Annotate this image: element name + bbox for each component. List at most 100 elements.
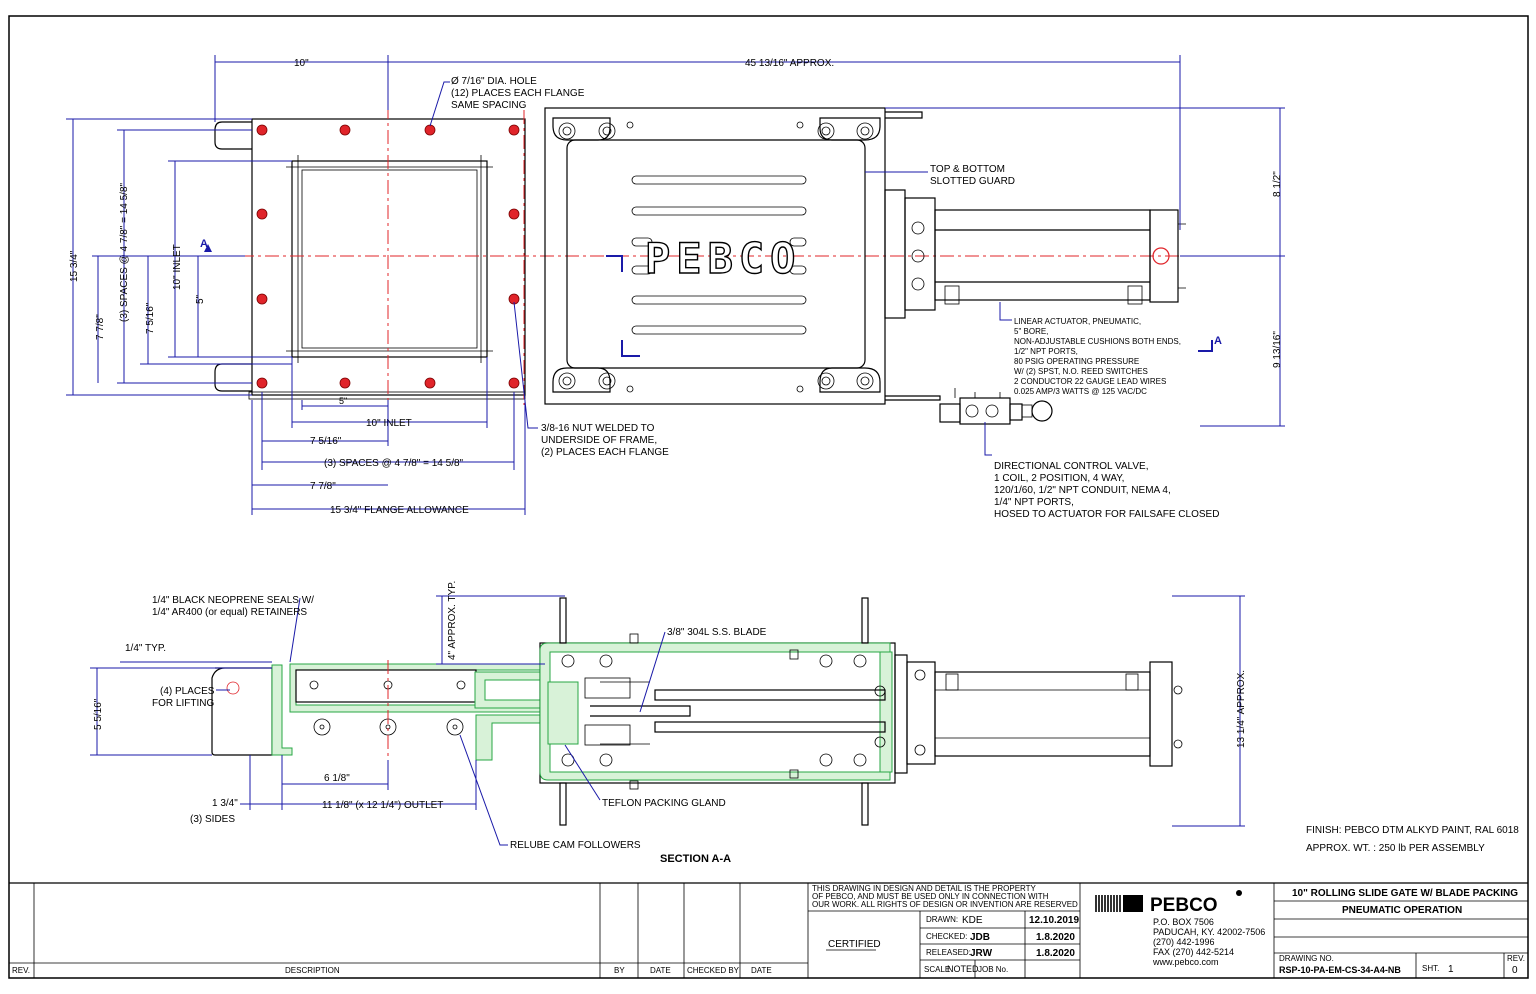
- title-block-title1-label: 10" ROLLING SLIDE GATE W/ BLADE PACKING: [1292, 888, 1518, 899]
- top-view-actuator-note-0-label: LINEAR ACTUATOR, PNEUMATIC,: [1014, 317, 1141, 326]
- top-view-actuator-note-2-label: NON-ADJUSTABLE CUSHIONS BOTH ENDS,: [1014, 337, 1181, 346]
- title-block-checked-date-label: 1.8.2020: [1036, 932, 1075, 943]
- top-view-dim-8-1-2-label: 8 1/2": [1272, 171, 1283, 197]
- title-block-address-2-label: (270) 442-1996: [1153, 937, 1215, 947]
- title-block-sheet-label-label: SHT.: [1422, 964, 1439, 973]
- section-view-cam-note-label: RELUBE CAM FOLLOWERS: [510, 840, 641, 851]
- title-block-job-label-label: JOB No.: [978, 965, 1008, 974]
- top-view-actuator-note-6-label: 2 CONDUCTOR 22 GAUGE LEAD WIRES: [1014, 377, 1166, 386]
- top-view-dim-5-h-label: 5": [339, 396, 347, 406]
- section-view-dim-4-approx-label: 4" APPROX. TYP.: [447, 581, 458, 660]
- section-view-title-label: SECTION A-A: [660, 853, 731, 865]
- section-view-seals-note-1-label: 1/4" AR400 (or equal) RETAINERS: [152, 607, 307, 618]
- top-view-nut-note-2-label: (2) PLACES EACH FLANGE: [541, 447, 669, 458]
- top-view-guard-note-1-label: SLOTTED GUARD: [930, 176, 1015, 187]
- top-view-dim-7-7-8-h-label: 7 7/8": [310, 481, 336, 492]
- top-view-valve-note-3-label: 1/4" NPT PORTS,: [994, 497, 1074, 508]
- title-block-drawing-no-label-label: DRAWING NO.: [1279, 954, 1334, 963]
- title-block-drawn-label-label: DRAWN:: [926, 915, 958, 924]
- top-view-dim-spaces-v-label: (3) SPACES @ 4 7/8" = 14 5/8": [119, 182, 130, 322]
- finish-note: FINISH: PEBCO DTM ALKYD PAINT, RAL 6018: [1306, 825, 1519, 836]
- top-view: PEBCO 10" 4: [66, 55, 1285, 520]
- section-view-blade-note-label: 3/8" 304L S.S. BLADE: [667, 627, 767, 638]
- title-block-checked-col-label: CHECKED BY: [687, 966, 740, 975]
- top-view-hole-note-0-label: Ø 7/16" DIA. HOLE: [451, 76, 537, 87]
- actuator-top: [884, 189, 1186, 319]
- top-view-dim-spaces-h-label: (3) SPACES @ 4 7/8" = 14 5/8": [324, 458, 464, 469]
- section-view-dim-1-4-typ-label: 1/4" TYP.: [125, 643, 166, 654]
- title-block-property-note-2-label: OUR WORK. ALL RIGHTS OF DESIGN OR INVENT…: [812, 900, 1078, 909]
- title-block: REV. DESCRIPTION BY DATE CHECKED BY DATE…: [9, 882, 1528, 978]
- title-block-rev-label-label: REV.: [1507, 954, 1525, 963]
- top-view-dimensions: 10" 45 13/16" APPROX. Ø 7/16" DIA. HOLE …: [66, 55, 1285, 520]
- top-view-dim-7-5-16-h-label: 7 5/16": [310, 436, 342, 447]
- top-view-dim-7-7-8-v-label: 7 7/8": [95, 314, 106, 340]
- top-view-dim-10-inlet-h-label: 10" INLET: [366, 418, 412, 429]
- section-view-dim-outlet-label: 11 1/8" (x 12 1/4") OUTLET: [322, 800, 443, 811]
- section-view-lifting-note-0-label: (4) PLACES: [160, 686, 215, 697]
- title-block-scale-value-label: NOTED: [947, 964, 979, 974]
- section-view-teflon-note-label: TEFLON PACKING GLAND: [602, 798, 726, 809]
- top-view-guard-note-0-label: TOP & BOTTOM: [930, 164, 1005, 175]
- title-block-property-note-0-label: THIS DRAWING IN DESIGN AND DETAIL IS THE…: [812, 884, 1037, 893]
- title-block-rev-col-label: REV.: [12, 966, 30, 975]
- top-view-section-mark-label: A: [1214, 335, 1222, 347]
- section-dimensions: 1/4" BLACK NEOPRENE SEALS W/ 1/4" AR400 …: [90, 581, 1247, 865]
- top-view-valve-note-1-label: 1 COIL, 2 POSITION, 4 WAY,: [994, 473, 1124, 484]
- top-view-valve-note-2-label: 120/1/60, 1/2" NPT CONDUIT, NEMA 4,: [994, 485, 1171, 496]
- section-view-dim-13-1-4-label: 13 1/4" APPROX.: [1236, 670, 1247, 748]
- section-view: 1/4" BLACK NEOPRENE SEALS W/ 1/4" AR400 …: [90, 581, 1247, 865]
- certified-stamp: CERTIFIED: [828, 939, 881, 950]
- section-view-dim-1-3-4-label: 1 3/4": [212, 798, 238, 809]
- title-block-address-3-label: FAX (270) 442-5214: [1153, 947, 1234, 957]
- title-block-drawn-date-label: 12.10.2019: [1029, 915, 1079, 926]
- top-view-dim-flange-label: 15 3/4" FLANGE ALLOWANCE: [330, 505, 469, 516]
- title-block-title2-label: PNEUMATIC OPERATION: [1342, 905, 1462, 916]
- top-view-actuator-note-1-label: 5" BORE,: [1014, 327, 1048, 336]
- title-block-checked-by-label: JDB: [970, 932, 990, 943]
- title-block-date2-col-label: DATE: [751, 966, 772, 975]
- top-view-dim-10-label: 10": [294, 58, 309, 69]
- title-block-desc-col-label: DESCRIPTION: [285, 966, 340, 975]
- title-block-released-by-label: JRW: [970, 948, 993, 959]
- top-view-hole-note-1-label: (12) PLACES EACH FLANGE: [451, 88, 585, 99]
- pebco-company-logo: PEBCO: [1095, 890, 1242, 916]
- top-view-hole-note-2-label: SAME SPACING: [451, 100, 527, 111]
- title-block-date-col-label: DATE: [650, 966, 671, 975]
- top-view-actuator-note-7-label: 0.025 AMP/3 WATTS @ 125 VAC/DC: [1014, 387, 1147, 396]
- title-block-company-label: PEBCO: [1150, 895, 1218, 916]
- sheet-border: [8, 15, 1529, 979]
- top-view-dim-7-5-16-v-label: 7 5/16": [145, 302, 156, 334]
- title-block-rev-no-label: 0: [1512, 965, 1518, 976]
- title-block-released-label-label: RELEASED:: [926, 948, 971, 957]
- top-view-dim-overall-label: 45 13/16" APPROX.: [745, 58, 834, 69]
- section-view-sides-note-label: (3) SIDES: [190, 814, 235, 825]
- top-view-actuator-note-3-label: 1/2" NPT PORTS,: [1014, 347, 1078, 356]
- title-block-drawing-no-label: RSP-10-PA-EM-CS-34-A4-NB: [1279, 965, 1401, 975]
- title-block-address-0-label: P.O. BOX 7506: [1153, 917, 1214, 927]
- top-view-valve-note-0-label: DIRECTIONAL CONTROL VALVE,: [994, 461, 1148, 472]
- top-view-actuator-note-5-label: W/ (2) SPST, N.O. REED SWITCHES: [1014, 367, 1148, 376]
- section-view-dim-6-1-8-label: 6 1/8": [324, 773, 350, 784]
- guard-slots: [631, 175, 807, 335]
- title-block-scale-label-label: SCALE: [924, 965, 950, 974]
- title-block-checked-label-label: CHECKED:: [926, 932, 967, 941]
- title-block-address-1-label: PADUCAH, KY. 42002-7506: [1153, 927, 1265, 937]
- title-block-released-date-label: 1.8.2020: [1036, 948, 1075, 959]
- section-view-dim-5-5-16-label: 5 5/16": [93, 698, 104, 730]
- title-block-property-note-1-label: OF PEBCO, AND MUST BE USED ONLY IN CONNE…: [812, 892, 1049, 901]
- pebco-logo: PEBCO: [645, 234, 801, 283]
- section-view-seals-note-0-label: 1/4" BLACK NEOPRENE SEALS W/: [152, 595, 314, 606]
- top-view-valve-note-4-label: HOSED TO ACTUATOR FOR FAILSAFE CLOSED: [994, 509, 1219, 520]
- title-block-address-4-label: www.pebco.com: [1152, 957, 1219, 967]
- top-view-dim-15-3-4-label: 15 3/4": [69, 250, 80, 282]
- top-view-dim-9-13-16-label: 9 13/16": [1272, 331, 1283, 368]
- weight-note: APPROX. WT. : 250 lb PER ASSEMBLY: [1306, 843, 1485, 854]
- title-block-by-col-label: BY: [614, 966, 625, 975]
- control-valve: [939, 388, 1053, 425]
- top-view-actuator-note-4-label: 80 PSIG OPERATING PRESSURE: [1014, 357, 1139, 366]
- top-view-section-mark-label: A: [200, 238, 208, 250]
- top-view-dim-10-inlet-v-label: 10" INLET: [172, 244, 183, 290]
- title-block-drawn-by-label: KDE: [962, 915, 983, 926]
